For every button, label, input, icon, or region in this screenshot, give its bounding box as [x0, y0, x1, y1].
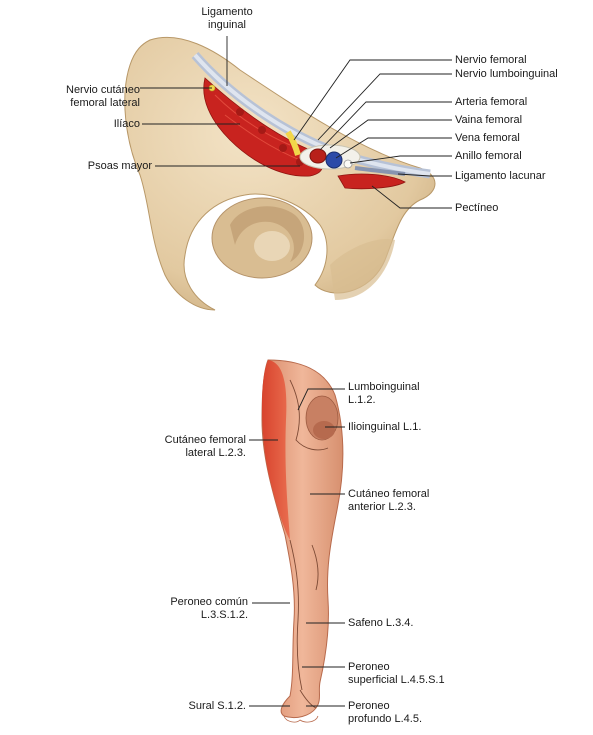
lateral-cutaneous-zone	[262, 360, 290, 540]
label-ligamento-lacunar: Ligamento lacunar	[455, 170, 546, 182]
label-cutaneo-anterior: Cutáneo femoral anterior L.2.3.	[348, 488, 429, 514]
label-sural: Sural S.1.2.	[188, 700, 246, 712]
label-nervio-femoral: Nervio femoral	[455, 54, 527, 66]
pectineus-muscle	[337, 173, 406, 190]
bottom-leader-lines	[249, 388, 345, 707]
label-vaina-femoral: Vaina femoral	[455, 114, 523, 126]
label-nervio-cutaneo: Nervio cutáneo femoral lateral	[44, 84, 140, 110]
label-nervio-cutaneo-line1: Nervio cutáneo	[66, 84, 140, 96]
label-pectineo: Pectíneo	[455, 202, 499, 214]
label-lumboinguinal-line2: L.1.2.	[348, 394, 376, 406]
lacunar-ligament	[354, 166, 406, 176]
label-vena-femoral: Vena femoral	[455, 132, 520, 144]
label-iliaco: Ilíaco	[113, 118, 140, 130]
femoral-ring	[343, 159, 353, 169]
label-cutaneo-anterior-line2: anterior L.2.3.	[348, 501, 416, 513]
label-ligamento-inguinal-line1: Ligamento	[201, 6, 253, 18]
label-peroneo-superficial: Peroneo superficial L.4.5.S.1	[348, 661, 445, 687]
hip-bone	[124, 36, 436, 311]
label-cutaneo-anterior-line1: Cutáneo femoral	[348, 488, 430, 500]
label-ligamento-inguinal-line2: inguinal	[208, 19, 246, 31]
label-ilioinguinal: Ilioinguinal L.1.	[348, 421, 422, 433]
label-cutaneo-lateral: Cutáneo femoral lateral L.2.3.	[150, 434, 246, 460]
label-peroneo-profundo-line2: profundo L.4.5.	[348, 713, 423, 725]
label-nervio-lumboinguinal: Nervio lumboinguinal	[455, 68, 558, 80]
label-lumboinguinal-line1: Lumboinguinal	[348, 381, 420, 393]
femoral-artery	[309, 148, 327, 164]
label-psoas-mayor: Psoas mayor	[87, 160, 152, 172]
femoral-nerve	[285, 130, 301, 156]
label-cutaneo-lateral-line2: lateral L.2.3.	[185, 447, 246, 459]
iliopsoas-muscle	[203, 77, 323, 177]
label-peroneo-comun: Peroneo común L.3.S.1.2.	[150, 596, 248, 622]
label-arteria-femoral: Arteria femoral	[455, 96, 528, 108]
label-safeno: Safeno L.3.4.	[348, 617, 414, 629]
label-peroneo-comun-line2: L.3.S.1.2.	[200, 609, 248, 621]
leg-illustration	[261, 359, 344, 723]
top-leader-lines	[140, 36, 452, 209]
label-cutaneo-lateral-line1: Cutáneo femoral	[164, 434, 246, 446]
label-nervio-cutaneo-line2: femoral lateral	[70, 97, 140, 109]
label-peroneo-comun-line1: Peroneo común	[170, 596, 248, 608]
label-ligamento-inguinal: Ligamento inguinal	[195, 6, 259, 32]
label-peroneo-profundo: Peroneo profundo L.4.5.	[348, 700, 422, 726]
label-anillo-femoral: Anillo femoral	[455, 150, 522, 162]
label-lumboinguinal: Lumboinguinal L.1.2.	[348, 381, 420, 407]
label-peroneo-superficial-line2: superficial L.4.5.S.1	[348, 674, 445, 686]
femoral-vein	[325, 151, 343, 169]
label-peroneo-superficial-line1: Peroneo	[348, 661, 390, 673]
label-peroneo-profundo-line1: Peroneo	[348, 700, 390, 712]
